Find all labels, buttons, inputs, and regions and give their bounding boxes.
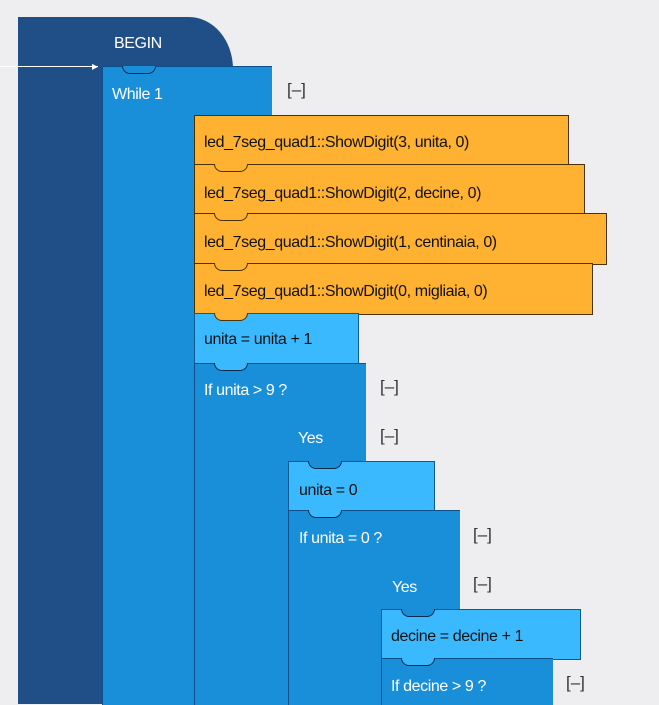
condition-label: If unita > 9 ? (204, 382, 287, 399)
block-notch-icon (214, 213, 248, 221)
block-notch-icon (214, 363, 248, 371)
block-notch-icon (214, 263, 248, 271)
if-collapse-toggle[interactable]: [–] (566, 673, 585, 692)
assign-decine-increment[interactable] (381, 609, 581, 660)
yes-branch-label: Yes (392, 579, 417, 596)
entry-arrow-icon: ▸ (92, 59, 99, 73)
while-notch-icon (122, 66, 156, 74)
call-block-showdigit-0[interactable] (194, 263, 593, 315)
while-label: While 1 (112, 86, 163, 103)
call-label: led_7seg_quad1::ShowDigit(3, unita, 0) (204, 134, 469, 151)
condition-label: If decine > 9 ? (391, 678, 486, 695)
assign-unita-increment[interactable] (194, 313, 359, 364)
call-label: led_7seg_quad1::ShowDigit(0, migliaia, 0… (204, 283, 488, 300)
begin-label: BEGIN (114, 35, 162, 52)
statement-label: unita = 0 (299, 482, 358, 499)
statement-label: unita = unita + 1 (204, 331, 312, 348)
block-notch-icon (308, 510, 342, 518)
call-label: led_7seg_quad1::ShowDigit(1, centinaia, … (204, 234, 497, 251)
begin-block[interactable] (18, 17, 233, 69)
yes-collapse-toggle[interactable]: [–] (473, 574, 492, 593)
while-collapse-toggle[interactable]: [–] (287, 80, 306, 99)
statement-label: decine = decine + 1 (391, 628, 524, 645)
condition-label: If unita = 0 ? (299, 530, 382, 547)
if-collapse-toggle[interactable]: [–] (380, 377, 399, 396)
begin-rail (18, 66, 102, 704)
yes-collapse-toggle[interactable]: [–] (380, 426, 399, 445)
call-label: led_7seg_quad1::ShowDigit(2, decine, 0) (204, 185, 482, 202)
yes-branch-label: Yes (298, 430, 323, 447)
block-notch-icon (401, 609, 435, 617)
block-notch-icon (214, 164, 248, 172)
if-collapse-toggle[interactable]: [–] (473, 525, 492, 544)
entry-connector (0, 66, 98, 67)
block-notch-icon (214, 313, 248, 321)
call-block-showdigit-3[interactable] (194, 115, 569, 166)
block-notch-icon (401, 658, 435, 666)
call-block-showdigit-2[interactable] (194, 164, 585, 215)
block-notch-icon (308, 461, 342, 469)
assign-unita-zero[interactable] (288, 461, 435, 512)
